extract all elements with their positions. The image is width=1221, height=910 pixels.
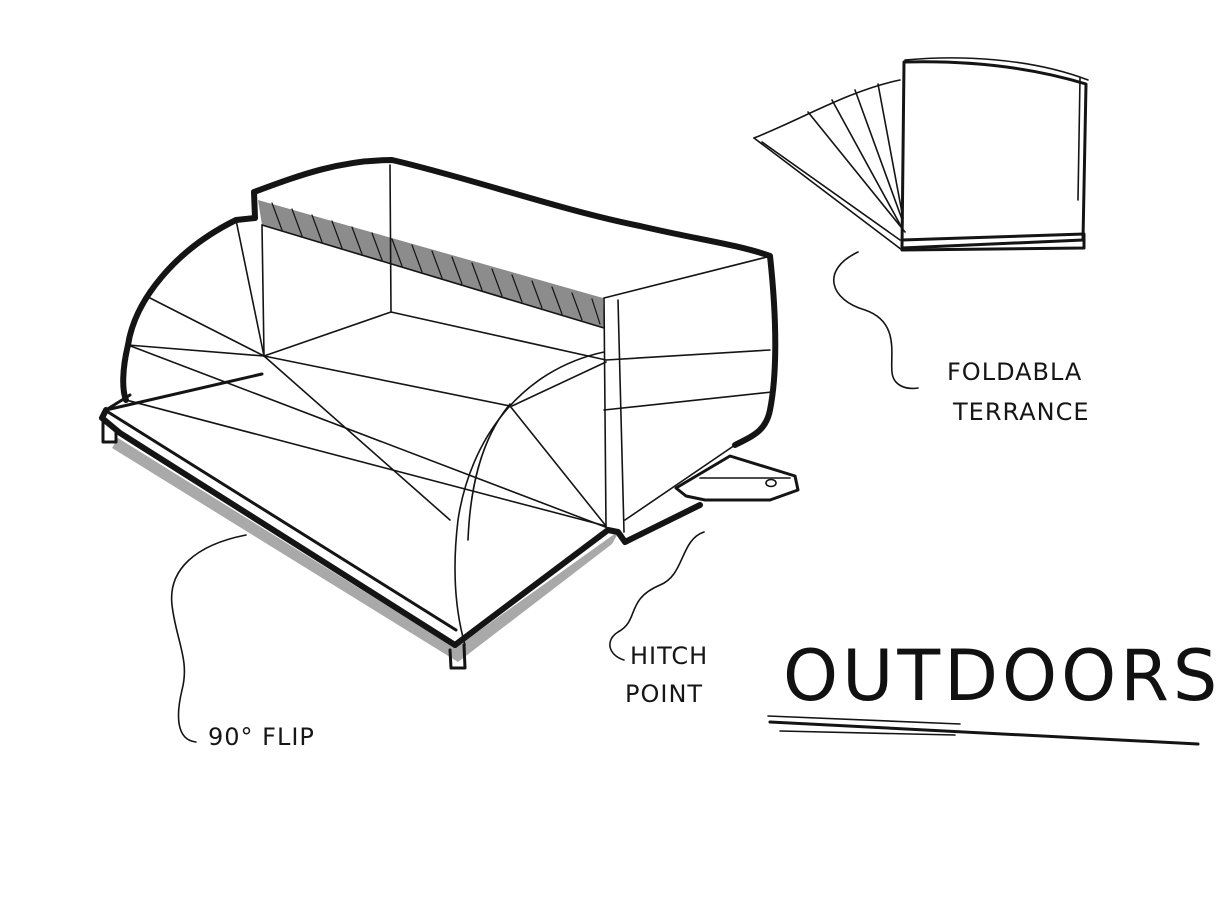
- deck-front-edge: [99, 407, 458, 648]
- terrace-top-ghost: [904, 57, 1089, 201]
- box-construction: [125, 164, 773, 533]
- deck-side-edge: [452, 502, 703, 648]
- deck-front-lip: [106, 410, 458, 632]
- brand-underline: [768, 720, 1200, 746]
- brand-underline-ghost: [767, 715, 961, 736]
- brand-wordmark: OUTDOORSY: [767, 635, 1221, 746]
- deck-surface: [104, 372, 264, 412]
- flip-label: 90° FLIP: [208, 723, 315, 751]
- terrace-fan-panels: [753, 79, 906, 251]
- deck-shadow: [112, 438, 620, 662]
- door-arc: [454, 351, 605, 646]
- foldable-label-line1: FOLDABLA: [947, 358, 1082, 386]
- brand-title: OUTDOORSY: [783, 635, 1221, 717]
- hitch-leader: [609, 531, 705, 661]
- flip-leader: [170, 534, 247, 743]
- annotations: FOLDABLA TERRANCE HITCH POINT 90° FLIP: [208, 358, 1090, 751]
- trailer-drawing: [99, 157, 800, 670]
- trailer-outline: [120, 215, 258, 403]
- roof-edge: [251, 157, 779, 448]
- terrace-base: [900, 232, 1086, 252]
- foldable-terrace-drawing: [753, 57, 1089, 252]
- foldable-label-line2: TERRANCE: [952, 398, 1090, 426]
- terrace-frame: [900, 60, 1088, 250]
- hitch-label-line1: HITCH: [630, 642, 708, 670]
- deck-leg-right: [448, 643, 467, 670]
- door-arc-inner: [467, 403, 511, 541]
- leader-lines: [170, 251, 919, 743]
- hatched-band: [258, 200, 604, 328]
- hitch-label-line2: POINT: [625, 680, 703, 708]
- deck-leg-left: [101, 415, 118, 444]
- hitch-tongue: [674, 454, 800, 502]
- foldable-leader: [832, 251, 919, 390]
